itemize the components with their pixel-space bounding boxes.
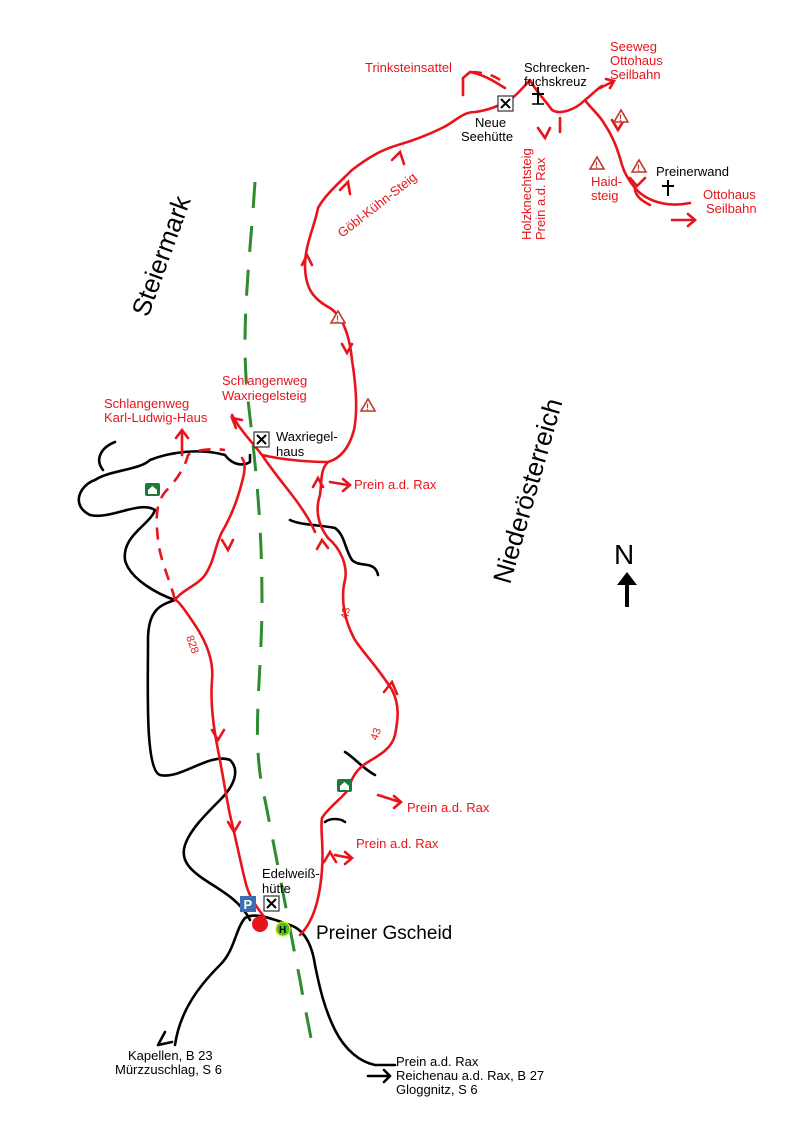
label-trinksteinsattel: Trinksteinsattel: [365, 60, 452, 75]
svg-text:!: !: [619, 113, 622, 123]
label-schrecken-2: fuchskreuz: [524, 74, 587, 89]
label-neue-1: Neue: [475, 115, 506, 130]
label-holzknecht-2: Prein a.d. Rax: [533, 157, 548, 240]
label-seeweg-2: Ottohaus: [610, 53, 663, 68]
north-label: N: [614, 539, 634, 570]
state-border: [243, 181, 314, 1046]
label-route-43b: 43: [369, 726, 384, 742]
label-prein-3: Gloggnitz, S 6: [396, 1082, 478, 1097]
label-schrecken-1: Schrecken-: [524, 60, 590, 75]
svg-text:H: H: [279, 925, 286, 936]
label-haid-1: Haid-: [591, 174, 622, 189]
label-edelweiss-2: hütte: [262, 881, 291, 896]
warning-icon: !: [612, 108, 630, 123]
label-ottohaus-2: Seilbahn: [706, 201, 757, 216]
label-prein-2: Reichenau a.d. Rax, B 27: [396, 1068, 544, 1083]
label-haid-2: steig: [591, 188, 618, 203]
label-route-43a: 43: [339, 606, 353, 620]
label-prein-low: Prein a.d. Rax: [356, 836, 439, 851]
label-kapellen-1: Kapellen, B 23: [128, 1048, 213, 1063]
warning-icon: !: [329, 309, 347, 324]
label-schlangen-kl-1: Schlangenweg: [104, 396, 189, 411]
label-preiner-gscheid: Preiner Gscheid: [316, 923, 452, 944]
label-seeweg-3: Seilbahn: [610, 67, 661, 82]
road-arrows: [156, 1030, 392, 1084]
region-niederoesterreich: Niederösterreich: [487, 395, 568, 587]
house-icon-east: [337, 779, 352, 792]
label-holzknecht-1: Holzknechtsteig: [519, 148, 534, 240]
hut-icon-waxriegelhaus: [253, 431, 270, 448]
start-point: [252, 916, 268, 932]
cross-icon-schreckenfuchskreuz: [532, 87, 544, 105]
region-steiermark: Steiermark: [125, 191, 197, 320]
label-waxriegel-1: Waxriegel-: [276, 429, 338, 444]
label-goebl-kuehn: Göbl-Kühn-Steig: [335, 169, 420, 240]
label-neue-2: Seehütte: [461, 129, 513, 144]
warning-icon: !: [359, 397, 377, 412]
label-schlangen-wax-2: Waxriegelsteig: [222, 388, 307, 403]
label-prein-wax: Prein a.d. Rax: [354, 477, 437, 492]
hut-icon-neue-seehuette: [497, 95, 514, 112]
svg-text:P: P: [244, 897, 253, 912]
label-schlangen-wax-1: Schlangenweg: [222, 373, 307, 388]
label-preinerwand: Preinerwand: [656, 164, 729, 179]
label-route-828: 828: [183, 634, 201, 655]
hut-icon-edelweisshuette: [263, 895, 280, 912]
svg-text:!: !: [637, 163, 640, 173]
north-arrow: N: [614, 539, 637, 607]
label-prein-1: Prein a.d. Rax: [396, 1054, 479, 1069]
bus-stop-icon: H: [275, 921, 291, 937]
roads: [77, 440, 397, 1067]
label-edelweiss-1: Edelweiß-: [262, 866, 320, 881]
house-icon-west: [145, 483, 160, 496]
label-kapellen-2: Mürzzuschlag, S 6: [115, 1062, 222, 1077]
label-schlangen-kl-2: Karl-Ludwig-Haus: [104, 410, 208, 425]
svg-text:!: !: [366, 402, 369, 412]
svg-text:!: !: [595, 160, 598, 170]
route-arrows: [174, 77, 697, 866]
warning-icon: !: [630, 158, 648, 173]
parking-icon: P: [240, 896, 256, 912]
label-seeweg-1: Seeweg: [610, 39, 657, 54]
label-ottohaus-1: Ottohaus: [703, 187, 756, 202]
hiking-routes: [155, 70, 692, 937]
warning-icons: ! ! ! ! !: [329, 108, 648, 412]
svg-text:!: !: [336, 314, 339, 324]
label-prein-mid: Prein a.d. Rax: [407, 800, 490, 815]
warning-icon: !: [588, 155, 606, 170]
label-waxriegel-2: haus: [276, 444, 305, 459]
cross-icon-preinerwand: [662, 180, 674, 196]
